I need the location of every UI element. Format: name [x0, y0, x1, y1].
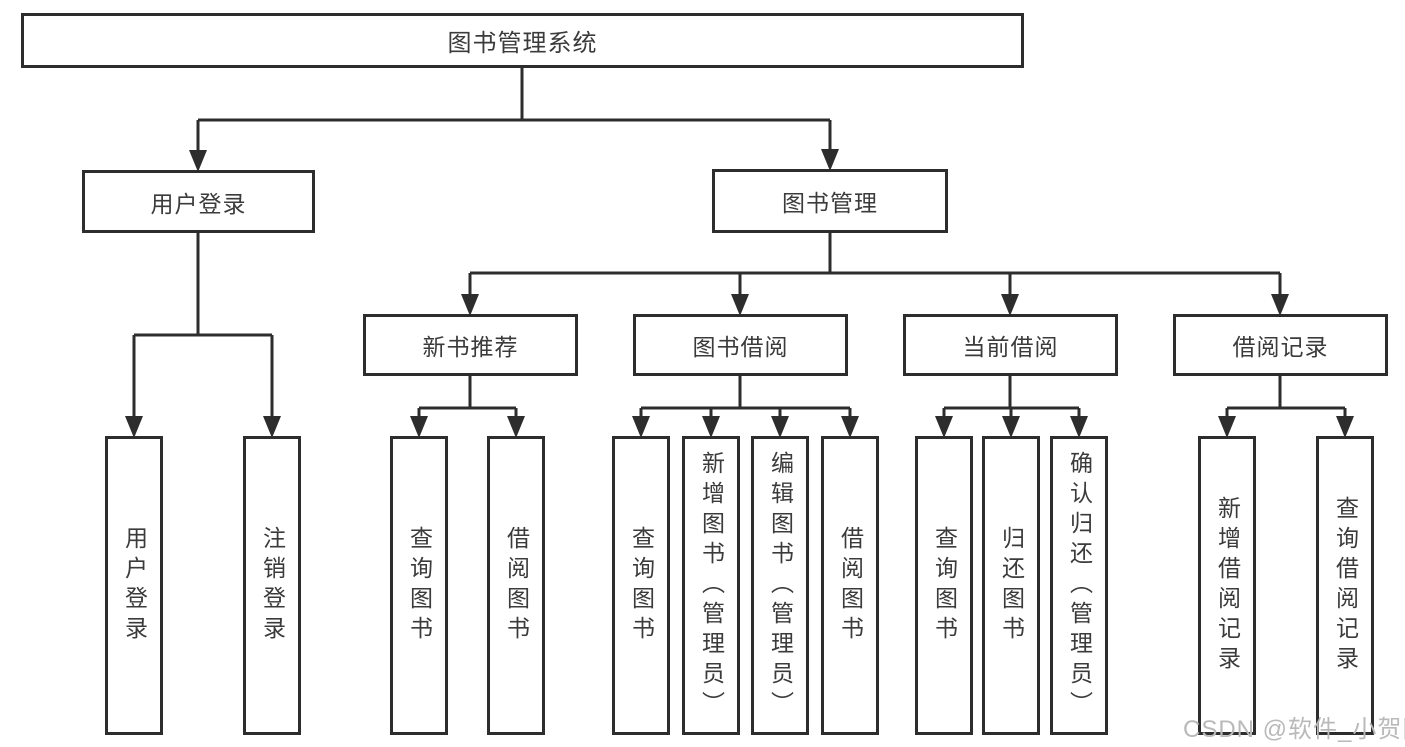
- leaf-nbr-borrow-books: 借阅图书: [487, 436, 545, 735]
- leaf-bb-add-books-admin-label: 新增图书（管理员）: [698, 450, 725, 721]
- node-book-borrowing: 图书借阅: [633, 314, 848, 376]
- leaf-cb-confirm-return-admin-label: 确认归还（管理员）: [1066, 450, 1093, 721]
- leaf-user-login: 用户登录: [105, 436, 163, 735]
- leaf-br-add-record: 新增借阅记录: [1198, 436, 1256, 735]
- leaf-cb-return-books-label: 归还图书: [998, 525, 1025, 646]
- leaf-nbr-borrow-books-label: 借阅图书: [503, 525, 530, 646]
- leaf-br-query-record: 查询借阅记录: [1316, 436, 1374, 735]
- watermark: CSDN @软件_小贺同学: [1183, 716, 1405, 743]
- leaf-bb-add-books-admin: 新增图书（管理员）: [682, 436, 740, 735]
- leaf-bb-borrow-books: 借阅图书: [821, 436, 879, 735]
- leaf-bb-edit-books-admin: 编辑图书（管理员）: [751, 436, 809, 735]
- leaf-br-add-record-label: 新增借阅记录: [1214, 495, 1241, 676]
- leaf-logout-label: 注销登录: [259, 525, 286, 646]
- leaf-bb-edit-books-admin-label: 编辑图书（管理员）: [767, 450, 794, 721]
- leaf-nbr-query-books: 查询图书: [390, 436, 448, 735]
- node-book-management: 图书管理: [712, 169, 948, 233]
- leaf-bb-query-books-label: 查询图书: [628, 525, 655, 646]
- leaf-br-query-record-label: 查询借阅记录: [1332, 495, 1359, 676]
- node-borrow-records: 借阅记录: [1173, 314, 1388, 376]
- node-current-borrowing: 当前借阅: [903, 314, 1118, 376]
- leaf-logout: 注销登录: [243, 436, 301, 735]
- node-new-book-recommend: 新书推荐: [363, 314, 578, 376]
- node-library-management-system: 图书管理系统: [21, 13, 1024, 68]
- leaf-cb-confirm-return-admin: 确认归还（管理员）: [1050, 436, 1108, 735]
- node-user-login: 用户登录: [82, 170, 315, 233]
- leaf-cb-query-books-label: 查询图书: [931, 525, 958, 646]
- leaf-bb-borrow-books-label: 借阅图书: [837, 525, 864, 646]
- leaf-cb-return-books: 归还图书: [982, 436, 1040, 735]
- leaf-user-login-label: 用户登录: [121, 525, 148, 646]
- leaf-bb-query-books: 查询图书: [612, 436, 670, 735]
- leaf-nbr-query-books-label: 查询图书: [406, 525, 433, 646]
- leaf-cb-query-books: 查询图书: [915, 436, 973, 735]
